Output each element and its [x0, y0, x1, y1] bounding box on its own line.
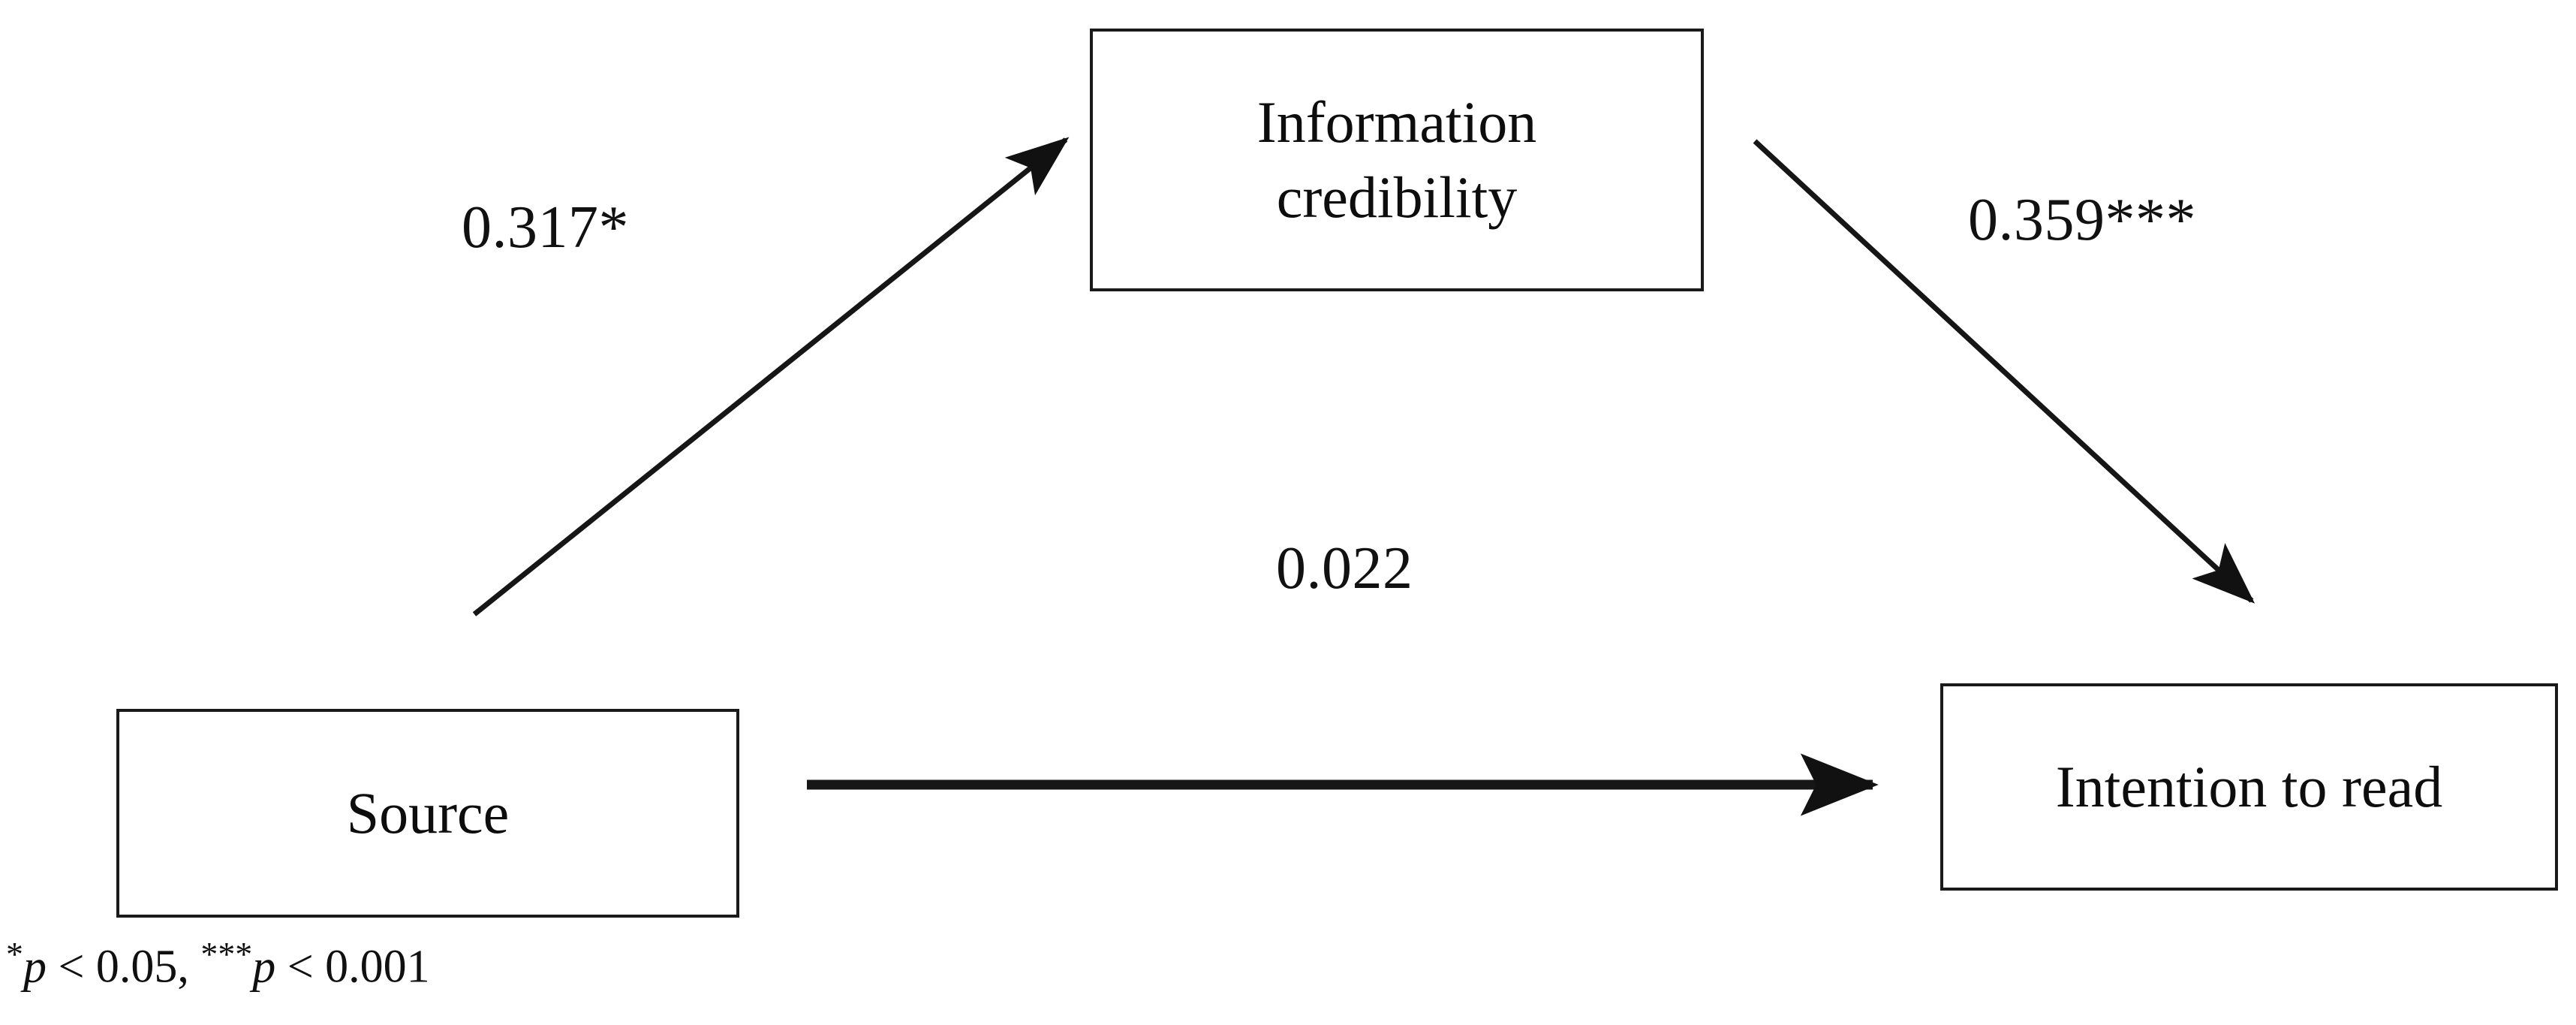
- footnote-p-1: p: [23, 941, 47, 993]
- node-intention-to-read-label: Intention to read: [2055, 754, 2443, 820]
- footnote-text-2: < 0.001: [275, 941, 430, 993]
- node-source[interactable]: Source: [116, 709, 739, 918]
- edge-label-source-to-intention: 0.022: [1276, 535, 1413, 601]
- node-information-credibility[interactable]: Information credibility: [1090, 29, 1704, 291]
- footnote-text-1: < 0.05,: [46, 941, 201, 993]
- node-intention-to-read[interactable]: Intention to read: [1940, 683, 2558, 891]
- footnote-p-2: p: [252, 941, 276, 993]
- edge-label-credibility-to-intention: 0.359***: [1968, 187, 2196, 253]
- node-information-credibility-label: Information credibility: [1256, 89, 1537, 230]
- significance-footnote: *p < 0.05, ***p < 0.001: [6, 934, 430, 994]
- footnote-star-1: *: [6, 935, 23, 973]
- node-source-label: Source: [346, 780, 510, 846]
- footnote-star-2: ***: [200, 935, 253, 973]
- edge-label-source-to-credibility: 0.317*: [462, 194, 629, 261]
